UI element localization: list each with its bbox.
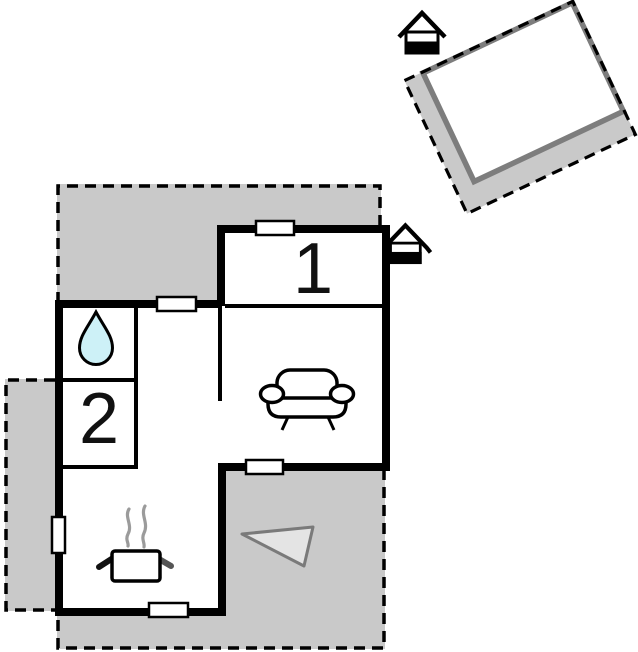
left-terrace-boundary xyxy=(4,378,55,612)
entrance-house-icon-annex xyxy=(397,9,447,55)
window-north-hall xyxy=(155,295,198,313)
pot-body xyxy=(110,549,162,583)
water-drop-icon xyxy=(77,308,115,366)
room-2-label: 2 xyxy=(79,379,119,459)
sofa-leg-left xyxy=(280,416,290,431)
sofa-armrest-right xyxy=(328,383,356,405)
room-1-label: 1 xyxy=(293,229,333,309)
south-terrace-boundary xyxy=(56,469,386,650)
cooking-pot-icon xyxy=(96,504,174,583)
annex-boundary xyxy=(402,0,638,216)
left-terrace xyxy=(5,379,56,611)
entrance-house-icon-main xyxy=(382,222,433,265)
upper-terrace-boundary xyxy=(56,184,382,303)
window-north-room1 xyxy=(254,219,296,237)
house-roof xyxy=(382,222,433,254)
annex-house xyxy=(419,0,628,186)
exterior-walls xyxy=(55,225,390,616)
house-body-lower xyxy=(404,41,440,55)
annex-building xyxy=(402,0,638,216)
interior-walls xyxy=(59,304,386,469)
window-south-living xyxy=(244,458,285,476)
windows xyxy=(50,219,296,619)
house-body-lower xyxy=(389,251,422,265)
window-south-kitchen xyxy=(147,601,190,619)
sofa-leg-right xyxy=(326,416,336,431)
terrace-triangle-marker xyxy=(240,525,315,568)
sofa-seat xyxy=(266,396,348,419)
sofa-armrest-left xyxy=(258,383,286,405)
window-west xyxy=(50,515,67,555)
house-roof xyxy=(397,9,447,39)
steam-icon xyxy=(125,504,148,549)
sofa-icon xyxy=(258,368,356,431)
